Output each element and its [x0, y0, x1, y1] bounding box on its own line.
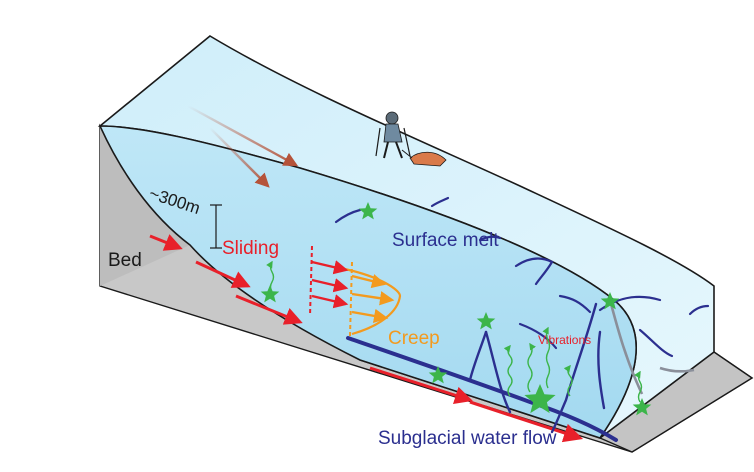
creep-orange-arrow: [351, 308, 389, 324]
creep-profile-curve: [339, 266, 402, 336]
wave-arrow-icon: [563, 364, 573, 397]
surface-melt-channels: [334, 196, 710, 358]
creep-orange-arrow: [351, 291, 395, 306]
star-icon: [600, 292, 620, 310]
grey-channel: [608, 299, 644, 395]
sliding-arrow: [369, 366, 473, 405]
sled-icon: [401, 149, 447, 167]
subglacial-channel: [346, 336, 618, 442]
wave-arrow-icon: [503, 344, 513, 397]
creep-red-arrow: [311, 294, 349, 309]
wave-arrow-icon: [527, 342, 537, 393]
glacier-cross-section: [98, 125, 637, 439]
ice-flow-arrow: [209, 127, 270, 188]
sliding-arrow: [195, 260, 251, 288]
creep-baseline-orange: [349, 261, 353, 337]
star-icon: [524, 384, 556, 414]
moulins: [468, 302, 606, 434]
star-icon: [632, 398, 652, 416]
sliding-arrow: [235, 294, 303, 325]
wave-arrow-icon: [634, 370, 643, 403]
subglacial-label: Subglacial water flow: [378, 428, 557, 449]
star-icon: [428, 366, 448, 384]
star-icon: [476, 312, 496, 330]
grey-channel: [659, 366, 695, 373]
surface-melt-label: Surface melt: [392, 230, 499, 251]
seismic-events: [260, 202, 652, 416]
climber-icon: [375, 111, 411, 159]
creep-label: Creep: [388, 328, 440, 349]
sliding-label: Sliding: [222, 238, 279, 259]
bed-label: Bed: [108, 250, 142, 271]
creep-baseline: [309, 245, 313, 317]
star-icon: [358, 202, 378, 220]
ice-flow-arrow: [187, 104, 299, 167]
sliding-arrow: [469, 400, 584, 443]
vibrations-label: Vibrations: [538, 333, 591, 347]
creep-red-arrow: [311, 278, 349, 293]
creep-orange-arrow: [351, 274, 387, 289]
creep-red-arrow: [311, 260, 349, 275]
sliding-arrow: [149, 234, 183, 251]
star-icon: [260, 285, 280, 303]
wave-arrow-icon: [542, 326, 551, 389]
